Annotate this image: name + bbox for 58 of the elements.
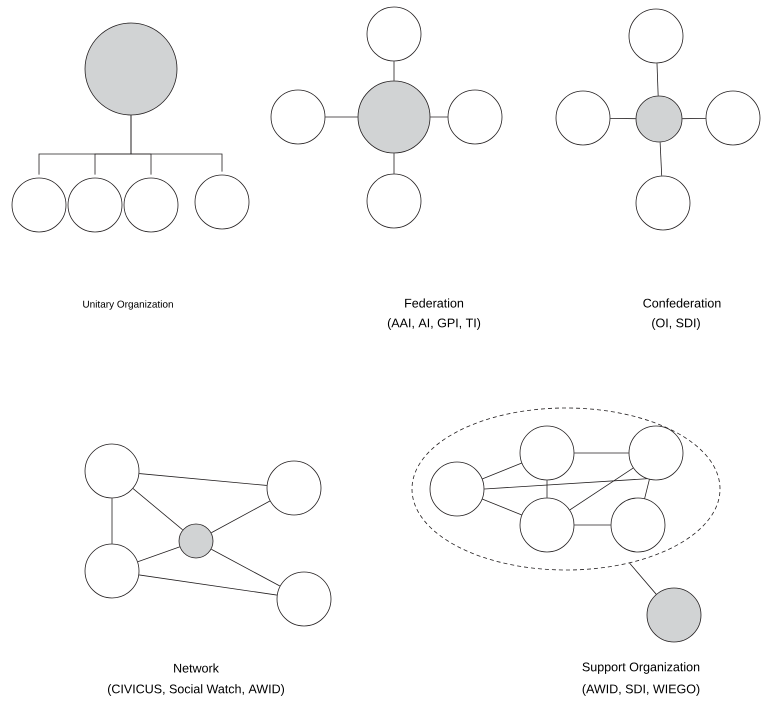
connector-line [546, 480, 548, 498]
connector-line [644, 479, 650, 499]
connector-line [660, 142, 662, 176]
connector-line [574, 524, 611, 526]
connector-line [569, 468, 634, 510]
connector-line [137, 546, 180, 562]
member-circle [194, 174, 250, 230]
caption: (AAI, AI, GPI, TI) [388, 318, 480, 330]
boundary-ellipse [412, 408, 720, 570]
connector-line [430, 116, 448, 118]
connector-line [682, 118, 706, 120]
member-circle [520, 498, 574, 552]
member-circle [84, 544, 140, 598]
member-circle [270, 90, 326, 144]
connector-line [484, 478, 648, 490]
member-circle [68, 178, 122, 232]
member-circle [628, 426, 684, 480]
member-circle [276, 572, 332, 626]
hub-circle [84, 22, 178, 116]
caption: (AWID, SDI, WIEGO) [582, 684, 700, 696]
caption: (OI, SDI) [652, 318, 700, 330]
hub-circle [358, 80, 430, 154]
member-circle [610, 498, 666, 552]
connector-line [210, 548, 280, 586]
caption: Federation [405, 298, 464, 308]
member-circle [124, 178, 178, 232]
member-circle [448, 90, 502, 144]
caption: (CIVICUS, Social Watch, AWID) [108, 684, 284, 696]
connector-line [138, 574, 278, 596]
member-circle [520, 426, 574, 480]
caption: Confederation [643, 298, 720, 308]
member-circle [636, 176, 690, 230]
member-circle [366, 6, 422, 62]
caption: Unitary Organization [83, 300, 173, 310]
member-circle [266, 460, 322, 516]
connector-line [574, 452, 629, 454]
hub-circle [636, 96, 682, 142]
connector-line [138, 473, 268, 486]
member-circle [84, 444, 140, 498]
hub-circle [646, 588, 702, 642]
caption: Network [174, 663, 219, 673]
connector-line [325, 116, 358, 118]
member-circle [628, 8, 684, 64]
member-circle [556, 90, 610, 146]
member-circle [430, 462, 484, 516]
caption: Support Organization [582, 662, 700, 674]
connector-line [656, 62, 659, 96]
connector-line [210, 500, 270, 534]
connector-line [610, 118, 636, 120]
connector-line [482, 498, 522, 516]
connector-line [130, 115, 222, 172]
hub-circle [178, 524, 214, 558]
member-circle [12, 178, 66, 232]
member-circle [706, 90, 760, 146]
member-circle [366, 174, 422, 228]
connector-line [482, 462, 522, 480]
connector-line [132, 488, 184, 530]
connector-line [629, 562, 657, 595]
